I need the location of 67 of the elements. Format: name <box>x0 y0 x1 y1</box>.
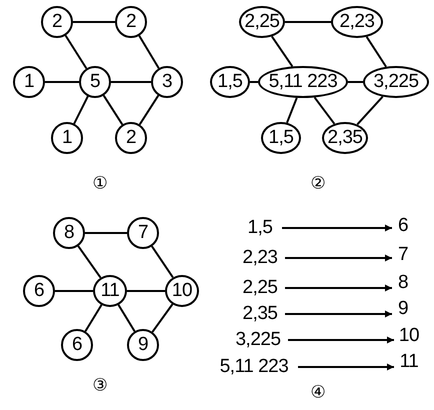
connector-line <box>152 304 174 333</box>
graph-vertex: 9 <box>127 329 159 361</box>
arrow <box>285 254 392 262</box>
panel-number: ③ <box>92 374 108 396</box>
graph-vertex: 2,23 <box>331 6 383 38</box>
connector-line <box>73 96 89 124</box>
graph-vertex: 2 <box>115 6 147 38</box>
group-label: 11 <box>394 350 424 374</box>
group-label: 6 <box>392 214 414 238</box>
graph-vertex: 1 <box>51 122 83 154</box>
group-label: 10 <box>394 324 424 348</box>
connector-line <box>286 97 298 124</box>
connector-line <box>73 21 115 23</box>
graph-vertex: 1 <box>13 66 45 98</box>
group-label: 7 <box>392 243 414 267</box>
graph-vertex: 3,225 <box>363 66 429 98</box>
arrow <box>282 224 392 232</box>
arrow <box>298 364 394 370</box>
group-label: 8 <box>392 271 414 295</box>
connector-line <box>138 94 160 126</box>
connector-line <box>84 304 102 332</box>
graph-vertex: 8 <box>53 217 85 249</box>
connector-line <box>77 245 102 278</box>
connector-line <box>127 290 165 292</box>
graph-vertex: 5 <box>79 66 111 98</box>
group-label: 9 <box>392 297 414 321</box>
graph-vertex: 2,25 <box>239 6 285 38</box>
graph-vertex: 6 <box>61 329 93 361</box>
graph-vertex: 3 <box>151 66 183 98</box>
graph-vertex: 6 <box>23 275 55 307</box>
group-label: 3,225 <box>230 328 286 352</box>
connector-line <box>314 96 336 124</box>
connector-line <box>138 35 160 69</box>
group-label: 2,25 <box>237 276 283 300</box>
graph-vertex: 2,35 <box>322 122 368 154</box>
connector-line <box>85 232 127 234</box>
graph-vertex: 2 <box>41 6 73 38</box>
group-label: 1,5 <box>240 216 280 240</box>
group-label: 2,35 <box>237 302 283 326</box>
group-label: 2,23 <box>237 246 283 270</box>
graph-vertex: 11 <box>93 275 127 307</box>
connector-line <box>118 304 136 332</box>
arrow <box>285 284 392 292</box>
connector-line <box>250 81 258 83</box>
panel-number: ① <box>92 172 108 194</box>
connector-line <box>356 96 384 126</box>
connector-line <box>151 246 174 278</box>
connector-line <box>111 81 151 83</box>
connector-line <box>271 36 294 68</box>
graph-vertex: 10 <box>165 275 199 307</box>
connector-line <box>102 94 124 126</box>
graph-vertex: 1,5 <box>261 122 301 154</box>
arrow <box>285 310 392 318</box>
graph-vertex: 5,11 223 <box>258 66 348 98</box>
panel-number: ④ <box>310 382 326 402</box>
connector-line <box>366 36 387 68</box>
panel-number: ② <box>310 172 326 194</box>
connector-line <box>64 34 88 70</box>
graph-vertex: 1,5 <box>210 66 250 98</box>
graph-vertex: 2 <box>115 122 147 154</box>
connector-line <box>55 290 93 292</box>
group-label: 5,11 223 <box>212 355 296 379</box>
connector-line <box>285 21 331 23</box>
connector-line <box>348 81 363 83</box>
graph-vertex: 7 <box>127 217 159 249</box>
arrow <box>288 336 394 344</box>
connector-line <box>45 81 79 83</box>
